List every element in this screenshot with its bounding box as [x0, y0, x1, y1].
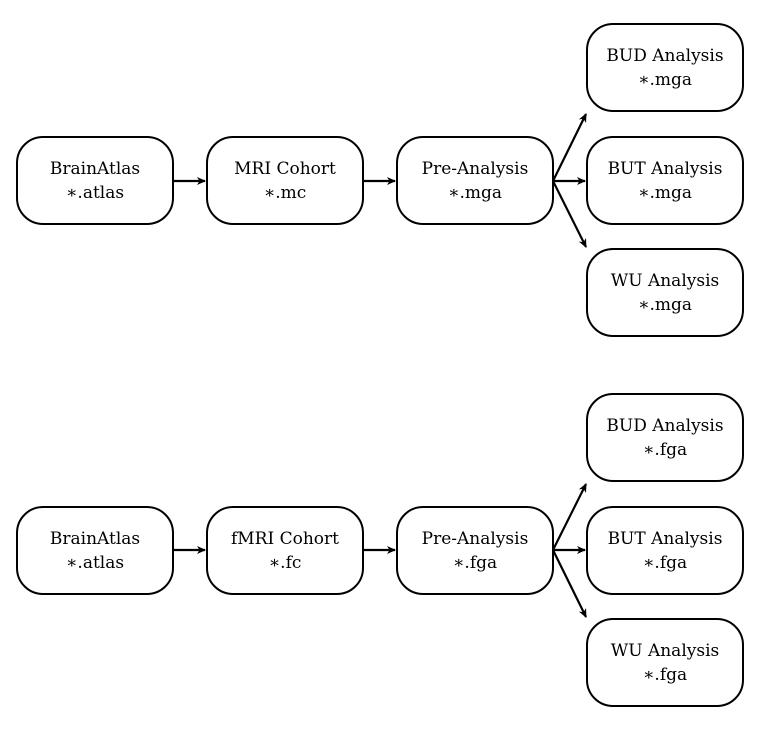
- mri-but-analysis-ext: ∗.mga: [638, 183, 692, 203]
- mri-pipeline: BrainAtlas ∗.atlas MRI Cohort ∗.mc Pre-A…: [16, 23, 744, 337]
- fmri-bud-analysis-title: BUD Analysis: [606, 416, 723, 436]
- mri-cohort-title: MRI Cohort: [234, 159, 336, 179]
- mri-wu-analysis-title: WU Analysis: [611, 271, 720, 291]
- mri-bud-analysis-title: BUD Analysis: [606, 46, 723, 66]
- fmri-pre-analysis-node: Pre-Analysis ∗.fga: [396, 506, 554, 595]
- fmri-cohort-ext: ∗.fc: [269, 553, 302, 573]
- fmri-wu-analysis-ext: ∗.fga: [643, 665, 687, 685]
- mri-arrow-pre-to-bud: [552, 113, 587, 182]
- fmri-brainatlas-ext: ∗.atlas: [66, 553, 124, 573]
- fmri-brainatlas-node: BrainAtlas ∗.atlas: [16, 506, 174, 595]
- mri-pre-analysis-title: Pre-Analysis: [422, 159, 529, 179]
- mri-but-analysis-title: BUT Analysis: [608, 159, 723, 179]
- fmri-but-analysis-node: BUT Analysis ∗.fga: [586, 506, 744, 595]
- mri-wu-analysis-node: WU Analysis ∗.mga: [586, 248, 744, 337]
- fmri-cohort-title: fMRI Cohort: [231, 529, 339, 549]
- mri-cohort-ext: ∗.mc: [264, 183, 307, 203]
- fmri-arrow-pre-to-wu: [552, 549, 587, 618]
- mri-bud-analysis-ext: ∗.mga: [638, 70, 692, 90]
- fmri-bud-analysis-node: BUD Analysis ∗.fga: [586, 393, 744, 482]
- mri-arrow-pre-to-wu: [552, 180, 587, 248]
- mri-but-analysis-node: BUT Analysis ∗.mga: [586, 136, 744, 225]
- mri-wu-analysis-ext: ∗.mga: [638, 295, 692, 315]
- mri-cohort-node: MRI Cohort ∗.mc: [206, 136, 364, 225]
- fmri-pipeline: BrainAtlas ∗.atlas fMRI Cohort ∗.fc Pre-…: [16, 393, 744, 707]
- mri-pre-analysis-ext: ∗.mga: [448, 183, 502, 203]
- fmri-brainatlas-title: BrainAtlas: [50, 529, 140, 549]
- fmri-wu-analysis-title: WU Analysis: [611, 641, 720, 661]
- fmri-cohort-node: fMRI Cohort ∗.fc: [206, 506, 364, 595]
- fmri-arrow-pre-to-bud: [552, 483, 587, 551]
- mri-bud-analysis-node: BUD Analysis ∗.mga: [586, 23, 744, 112]
- fmri-pre-analysis-ext: ∗.fga: [453, 553, 497, 573]
- mri-brainatlas-title: BrainAtlas: [50, 159, 140, 179]
- mri-brainatlas-ext: ∗.atlas: [66, 183, 124, 203]
- fmri-but-analysis-title: BUT Analysis: [608, 529, 723, 549]
- fmri-bud-analysis-ext: ∗.fga: [643, 440, 687, 460]
- fmri-but-analysis-ext: ∗.fga: [643, 553, 687, 573]
- fmri-wu-analysis-node: WU Analysis ∗.fga: [586, 618, 744, 707]
- fmri-pre-analysis-title: Pre-Analysis: [422, 529, 529, 549]
- mri-brainatlas-node: BrainAtlas ∗.atlas: [16, 136, 174, 225]
- mri-pre-analysis-node: Pre-Analysis ∗.mga: [396, 136, 554, 225]
